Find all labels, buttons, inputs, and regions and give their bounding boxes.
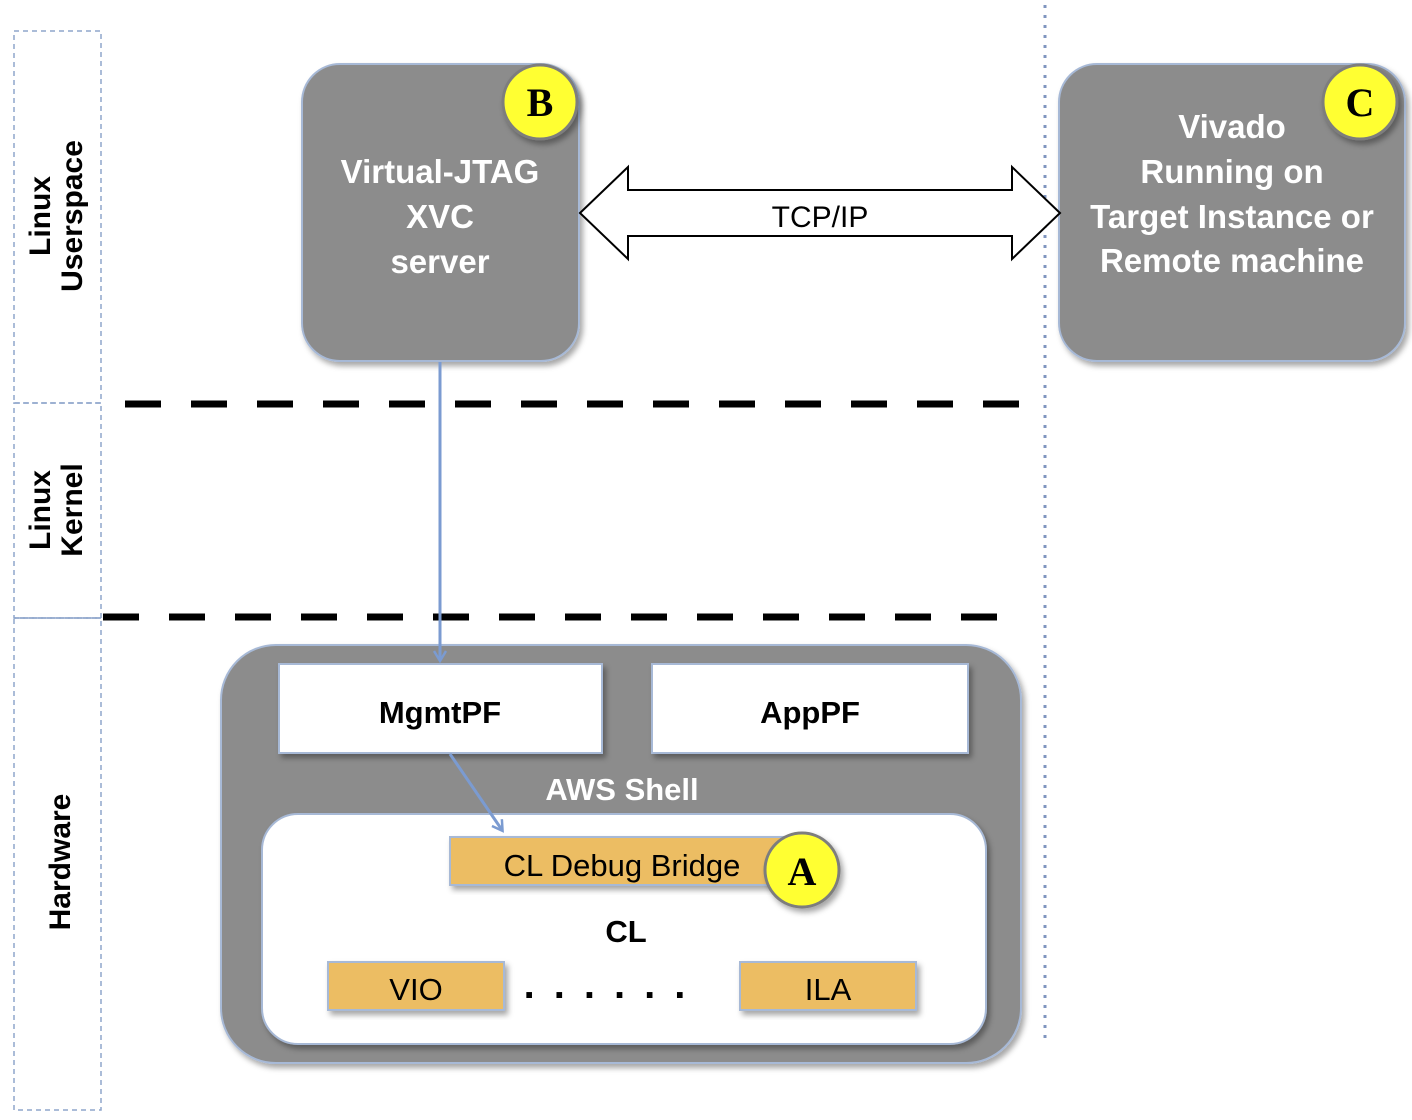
tcp-ip-label: TCP/IP [772,201,869,234]
layer-label-hardware: Hardware [44,794,77,931]
svg-text:Linux: Linux [24,176,57,256]
svg-text:B: B [527,80,554,125]
tcp-ip-link: TCP/IP [578,164,1062,262]
svg-text:Kernel: Kernel [56,463,89,556]
layer-label-column [13,30,102,1111]
ila-block: ILA [739,961,917,1011]
xvc-server-line-2: XVC [406,198,474,235]
svg-text:Hardware: Hardware [44,794,77,931]
arrow-mgmtpf-to-debug-bridge [448,753,502,830]
badge-b: B [501,63,579,141]
xvc-server-line-3: server [390,243,489,280]
layer-label-userspace: Linux Userspace [24,140,89,292]
vio-block: VIO [327,961,505,1011]
cl-debug-bridge-block: CL Debug Bridge [449,836,791,886]
aws-shell-label: AWS Shell [545,772,698,807]
vivado-box: Vivado Running on Target Instance or Rem… [1058,63,1406,362]
ellipsis-dots: ...... [524,963,705,1007]
svg-text:A: A [788,849,817,894]
svg-text:ILA: ILA [805,972,852,1007]
svg-text:VIO: VIO [389,972,442,1007]
svg-text:AppPF: AppPF [760,695,860,730]
xvc-server-line-1: Virtual-JTAG [341,153,540,190]
badge-a: A [763,831,841,909]
layer-label-kernel: Linux Kernel [24,463,89,556]
vivado-line-1: Vivado [1178,108,1286,145]
svg-text:CL Debug Bridge: CL Debug Bridge [504,848,741,883]
mgmt-pf-box: MgmtPF [278,663,603,754]
cl-label: CL [605,914,646,949]
svg-text:Linux: Linux [24,470,57,550]
vivado-line-2: Running on [1140,153,1323,190]
svg-text:Userspace: Userspace [56,140,89,292]
vivado-line-3: Target Instance or [1090,198,1374,235]
badge-c: C [1321,63,1399,141]
app-pf-box: AppPF [651,663,969,754]
svg-text:MgmtPF: MgmtPF [379,695,501,730]
vivado-line-4: Remote machine [1100,242,1364,279]
xvc-server-box: Virtual-JTAG XVC server [301,63,580,362]
svg-text:C: C [1346,80,1375,125]
